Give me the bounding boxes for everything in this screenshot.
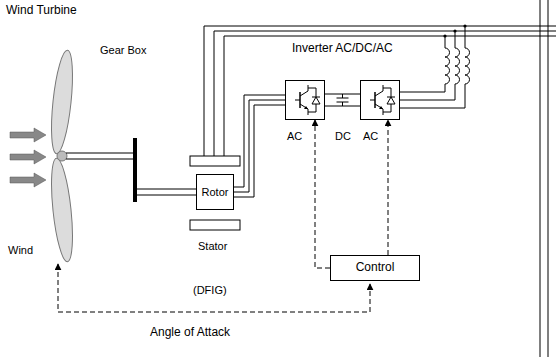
pitch-control-line (58, 264, 370, 312)
grid-bus (540, 0, 548, 357)
gearbox-label: Gear Box (100, 44, 146, 57)
control-signal (315, 120, 330, 268)
stator-bars (190, 156, 240, 230)
converter-label: AC (363, 130, 378, 143)
grid-side-wires (400, 26, 470, 108)
turbine-blades (48, 49, 77, 262)
pitch-label: Angle of Attack (150, 326, 230, 340)
control-box: Control (330, 255, 420, 281)
gear-box (133, 138, 137, 202)
rotor-box: Rotor (196, 174, 234, 210)
inverter-label: Inverter AC/DC/AC (292, 42, 393, 56)
wind-label: Wind (8, 244, 33, 257)
control-signal (388, 120, 389, 255)
stator-wires (204, 26, 556, 156)
edge-label: DC (335, 130, 351, 143)
igbt-symbol (360, 80, 400, 120)
stator-label: Stator (198, 240, 227, 253)
igbt-symbol (285, 80, 325, 120)
power-wire (234, 95, 285, 197)
junction-dots (443, 24, 466, 37)
node-text: Control (356, 261, 395, 275)
wind-arrows (10, 128, 46, 187)
converter-block: AC (360, 80, 400, 120)
shafts (66, 153, 196, 195)
node-text: Rotor (202, 186, 229, 199)
converter-block: AC (285, 80, 325, 120)
converter-label: AC (287, 130, 302, 143)
turbine-label: Wind Turbine (6, 4, 77, 18)
power-wire (325, 94, 360, 106)
dfig-label: (DFIG) (193, 284, 227, 297)
